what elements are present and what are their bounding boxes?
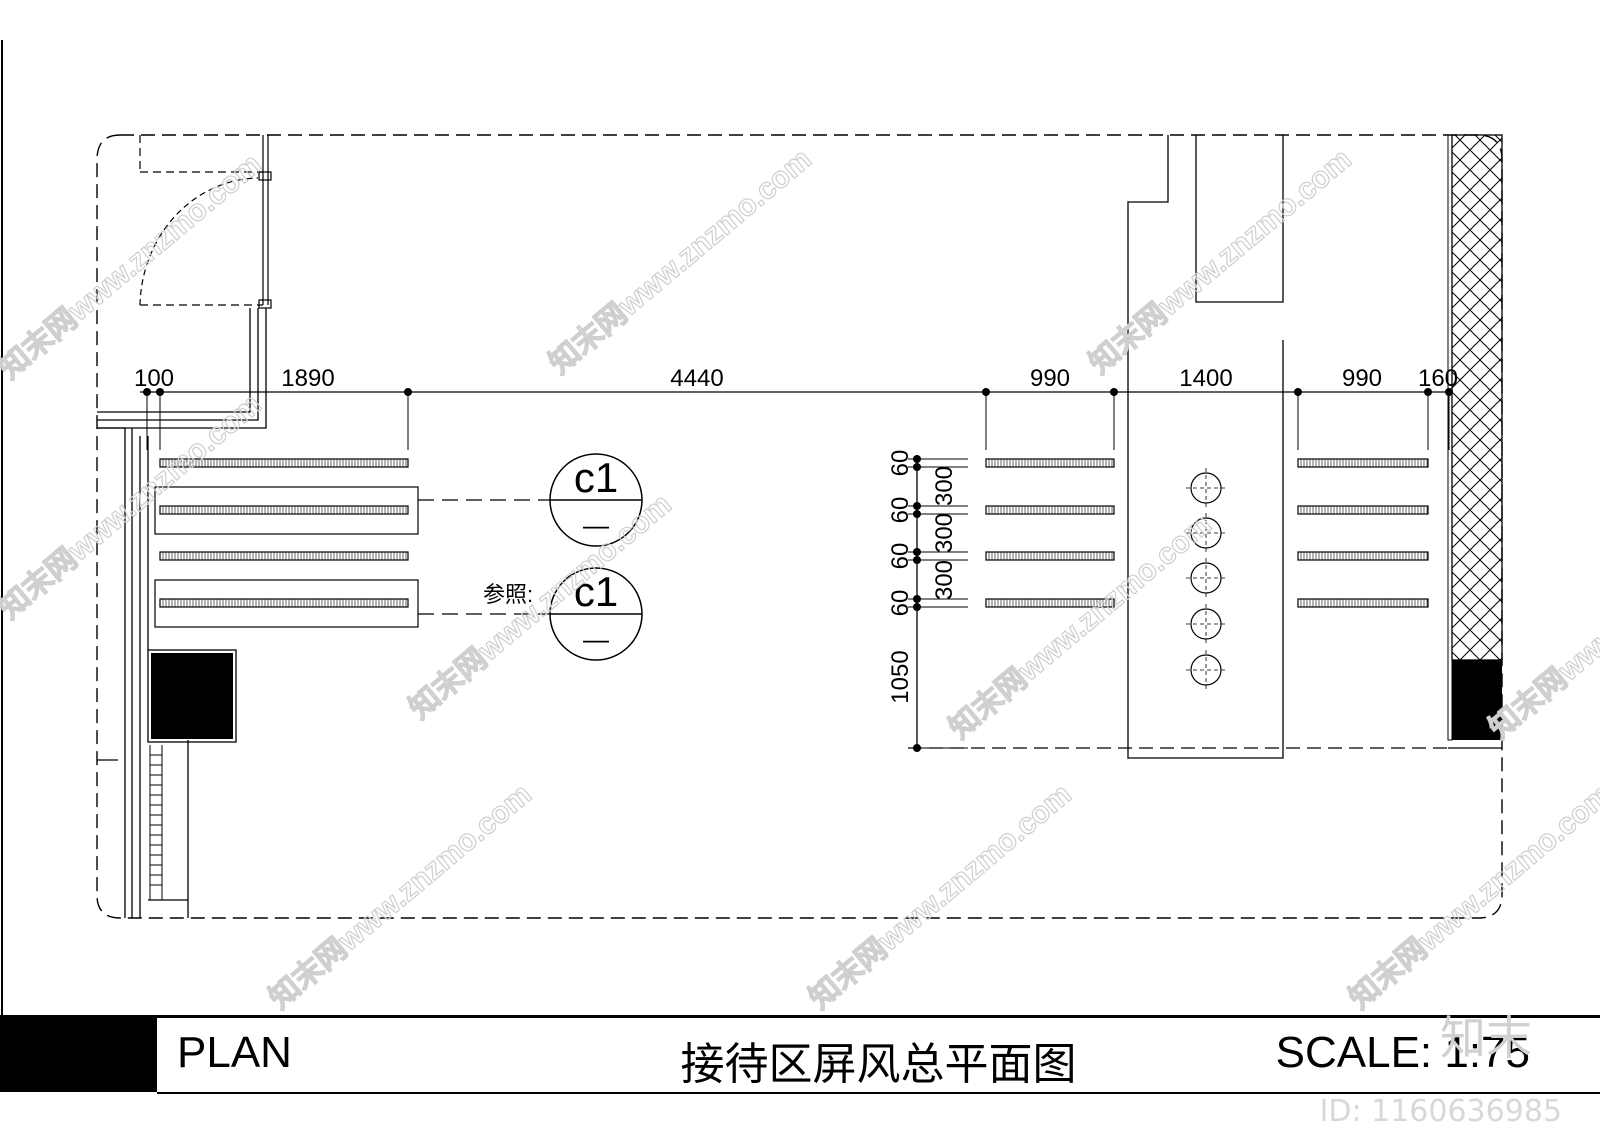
svg-text:知末网www.znzmo.com: 知末网www.znzmo.com [1343,778,1600,1015]
left-column-block [151,653,233,739]
screen-panel [985,551,1115,561]
callout-boxes [154,486,419,628]
screen-panel [159,458,409,468]
dimension-label: 60 [887,497,914,524]
screen-panel [1297,598,1429,608]
dimension-label: 300 [931,513,958,553]
right-column-block [1452,660,1502,740]
watermarks: 知末网www.znzmo.com 知末网www.znzmo.com 知末网www… [0,142,1600,1015]
svg-text:知末网www.znzmo.com: 知末网www.znzmo.com [943,508,1217,746]
floor-plan-drawing: c1 — c1 — 参照: 100 1890 4440 990 1400 990 160 6… [0,40,1600,1015]
svg-text:知末网www.znzmo.com: 知末网www.znzmo.com [263,778,537,1015]
horizontal-dimension: 100 1890 4440 990 1400 990 160 [134,365,1458,450]
svg-text:知末网www.znzmo.com: 知末网www.znzmo.com [543,143,817,381]
entrance-door [139,135,272,309]
callout-c1-a: c1 — [549,453,643,547]
svg-text:知末网www.znzmo.com: 知末网www.znzmo.com [803,778,1077,1015]
screen-panel [1297,458,1429,468]
dimension-label: 1890 [281,365,334,392]
watermark-logo: 知末 [1440,1011,1532,1065]
right-wall-edge [1447,134,1453,741]
screen-panel [985,598,1115,608]
title-bar: PLAN 接待区屏风总平面图 SCALE: 1:75 [0,1015,1600,1094]
svg-text:知末网www.znzmo.com: 知末网www.znzmo.com [1083,143,1357,381]
callout-c1-b: c1 — 参照: [483,567,643,661]
right-wall-hatch [1451,134,1503,661]
dimension-label: 300 [931,466,958,506]
callout-code: c1 [574,568,618,615]
screen-panel [1297,505,1429,515]
dimension-label: 60 [887,543,914,570]
scale-label: SCALE: 1:75 [1275,1028,1530,1077]
dimension-label: 1050 [887,650,914,703]
drawing-title: 接待区屏风总平面图 [680,1039,1077,1090]
dimension-label: 160 [1418,365,1458,392]
left-wall [97,308,267,918]
screen-panel [985,458,1115,468]
watermark-id: ID: 1160636985 [1319,1094,1562,1129]
svg-text:知末网www.znzmo.com: 知末网www.znzmo.com [0,148,268,386]
screen-panel [1297,551,1429,561]
plan-label: PLAN [177,1028,292,1077]
screen-panel [985,505,1115,515]
room-outline [96,134,1503,919]
callout-prefix: 参照: [483,582,533,607]
screen-panel [159,551,409,561]
vertical-dimension: 60 60 60 60 300 300 300 1050 [887,450,1448,752]
dimension-label: 990 [1030,365,1070,392]
light-fixtures [1186,468,1226,690]
title-black-block [0,1015,157,1092]
reception-column [1127,135,1284,759]
dimension-label: 4440 [670,365,723,392]
dimension-label: 1400 [1179,365,1232,392]
dimension-label: 300 [931,560,958,600]
dimension-label: 60 [887,590,914,617]
title-box: PLAN 接待区屏风总平面图 SCALE: 1:75 [157,1015,1600,1094]
screen-panels [159,458,1429,608]
callout-code: c1 [574,454,618,501]
callout-sub: — [583,510,609,540]
screen-panel [159,505,409,515]
dimension-label: 100 [134,365,174,392]
left-hatch [149,745,163,900]
callout-leaders [418,499,550,615]
screen-panel [159,598,409,608]
callout-sub: — [583,624,609,654]
dimension-label: 60 [887,450,914,477]
dimension-label: 990 [1342,365,1382,392]
svg-text:知末网www.znzmo.com: 知末网www.znzmo.com [403,488,677,726]
